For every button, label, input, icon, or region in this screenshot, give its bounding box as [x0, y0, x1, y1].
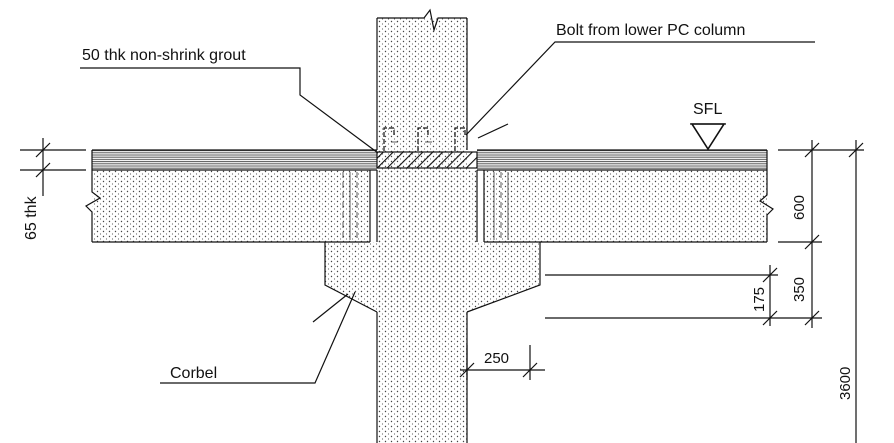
corbel-label: Corbel — [170, 365, 217, 382]
bolts — [383, 127, 466, 151]
slab-right-break-line — [758, 150, 774, 242]
corbel — [324, 242, 541, 313]
topping-dimension — [20, 138, 86, 196]
bolt-label: Bolt from lower PC column — [556, 22, 745, 39]
sfl-level-marker — [690, 123, 726, 151]
corbel-width-dimension: 250 — [484, 350, 509, 367]
right-dimensions — [459, 140, 864, 443]
slab-depth-dimension: 600 — [791, 195, 808, 220]
precast-slab-left — [85, 150, 371, 243]
leader-lines — [80, 41, 815, 384]
sfl-label: SFL — [693, 101, 722, 118]
topping-thickness-label: 65 thk — [23, 195, 40, 240]
corbel-taper-dimension: 175 — [751, 287, 768, 312]
corbel-depth-dimension: 350 — [791, 277, 808, 302]
non-shrink-grout-layer — [376, 151, 478, 169]
precast-slab-right — [483, 150, 774, 243]
grout-label: 50 thk non-shrink grout — [82, 47, 246, 64]
slab-left-break-line — [85, 150, 102, 242]
column-break-line — [377, 8, 467, 33]
column-joint-zone — [376, 151, 478, 242]
storey-height-dimension: 3600 — [837, 367, 854, 400]
